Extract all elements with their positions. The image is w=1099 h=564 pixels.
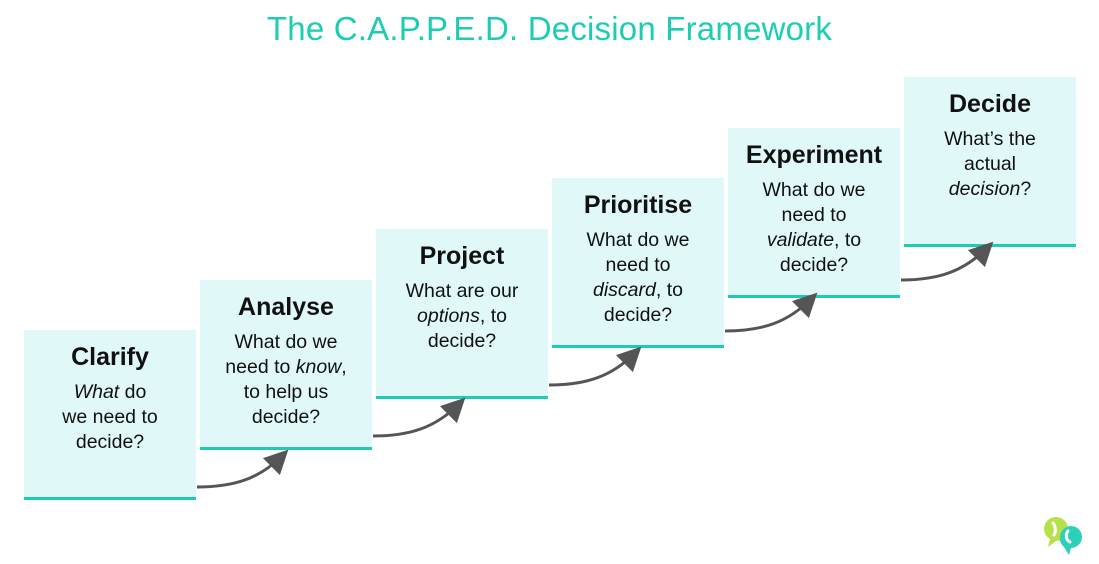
arrow-project-prioritise: [548, 346, 642, 387]
diagram-title: The C.A.P.P.E.D. Decision Framework: [266, 10, 833, 47]
step-heading: Clarify: [71, 343, 149, 371]
step-heading: Prioritise: [583, 191, 693, 219]
arrow-clarify-analyse: [196, 449, 289, 489]
step-heading: Decide: [949, 90, 1031, 118]
step-heading: Analyse: [238, 293, 334, 321]
step-heading: Experiment: [745, 141, 883, 169]
speech-bubbles-icon: [1044, 517, 1082, 555]
arrow-experiment-decide: [900, 241, 994, 282]
arrow-analyse-project: [372, 397, 466, 438]
step-heading: Project: [419, 242, 505, 270]
arrow-prioritise-experiment: [724, 292, 818, 333]
